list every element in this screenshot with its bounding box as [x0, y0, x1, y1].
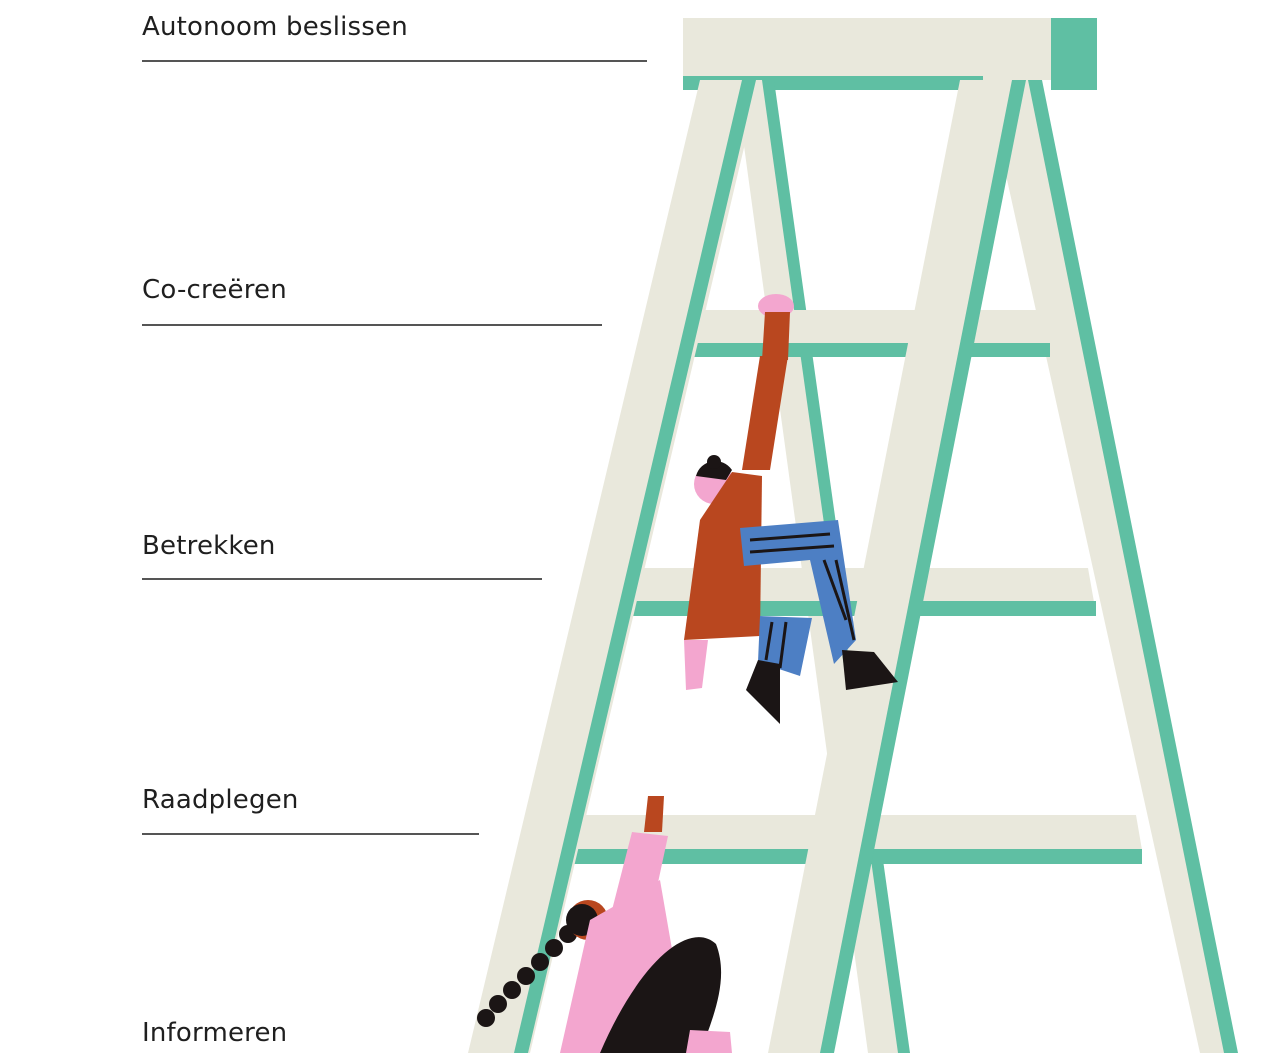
level-label-consulting: Raadplegen [142, 787, 299, 813]
level-label-autonomous-deciding: Autonoom beslissen [142, 14, 408, 40]
level-divider [142, 324, 602, 326]
ladder-top-platform [683, 18, 1097, 90]
level-label-involving: Betrekken [142, 533, 276, 559]
level-divider [142, 578, 542, 580]
level-label-co-creating: Co-creëren [142, 277, 287, 303]
level-divider [142, 60, 647, 62]
level-divider [142, 833, 479, 835]
level-label-informing: Informeren [142, 1020, 287, 1046]
